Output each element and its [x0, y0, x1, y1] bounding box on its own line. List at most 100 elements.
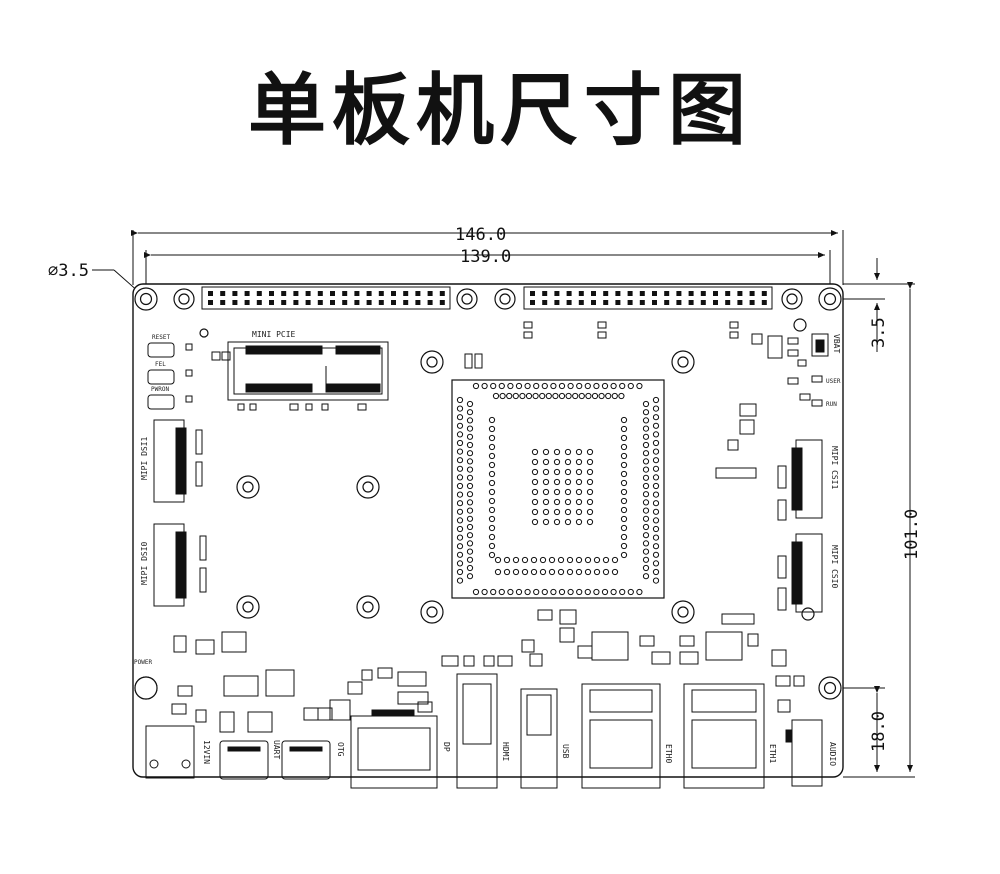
bga-ball [550, 588, 557, 596]
bga-ball [620, 542, 628, 550]
bga-ball [456, 491, 464, 498]
gpio-pin [664, 291, 670, 296]
bga-ball [553, 468, 561, 476]
bga-ball [541, 588, 548, 596]
bga-ball [542, 468, 550, 476]
bga-ball [575, 568, 583, 576]
bga-ball [636, 588, 643, 596]
bga-ball [652, 568, 660, 576]
gpio-pin [652, 291, 657, 296]
bga-ball [456, 414, 464, 421]
bga-ball [652, 439, 660, 447]
smd-component [679, 651, 699, 665]
smd-component [195, 709, 207, 723]
smd-component [537, 609, 553, 621]
gpio-pin [330, 291, 335, 296]
bga-ball [620, 470, 628, 478]
gpio-pin [403, 300, 409, 305]
bga-ball [586, 458, 594, 466]
bga-ball [564, 488, 572, 496]
bga-ball [553, 458, 561, 466]
smd-component [195, 639, 215, 655]
bga-ball [598, 392, 605, 400]
smd-component [597, 331, 607, 339]
bga-ball [506, 392, 513, 400]
gpio-pin [305, 300, 311, 305]
smd-component [357, 403, 367, 411]
bga-ball [586, 478, 594, 486]
smd-component [793, 675, 805, 687]
uart-connector [219, 740, 269, 780]
smd-component [223, 675, 259, 697]
bga-ball [456, 543, 464, 550]
gpio-pin [427, 300, 433, 305]
smd-component [639, 635, 655, 647]
bga-ball [586, 488, 594, 496]
gpio-pin [317, 300, 323, 305]
bga-ball [512, 392, 519, 400]
pwron-label: PWRON [151, 386, 169, 393]
bga-ball [542, 448, 550, 456]
smd-component [715, 467, 757, 479]
bga-ball [558, 382, 566, 390]
bga-ball [636, 382, 643, 390]
bga-ball [642, 450, 650, 457]
mini-pcie-slot [227, 341, 389, 401]
smd-component [219, 711, 235, 733]
smd-component [651, 651, 671, 665]
bga-ball [627, 588, 634, 596]
gpio-pin [688, 300, 694, 305]
gpio-pin [378, 291, 384, 296]
bga-ball [492, 392, 500, 400]
gpio-pin [639, 300, 645, 305]
smd-component [441, 655, 459, 667]
bga-ball [499, 392, 506, 400]
bga-ball [498, 382, 505, 390]
bga-ball [567, 382, 574, 390]
bga-ball [584, 568, 592, 576]
bga-ball [566, 568, 574, 576]
gpio-pin [676, 300, 682, 305]
bga-ball [652, 577, 660, 584]
gpio-pin [615, 300, 621, 305]
hole-spacing-label: 139.0 [460, 247, 511, 267]
bga-ball [524, 588, 531, 596]
bga-ball [564, 478, 572, 486]
buttons-left [147, 342, 175, 410]
bga-ball [488, 443, 496, 451]
bga-ball [652, 500, 660, 507]
bga-ball [601, 588, 609, 596]
gpio-pin [652, 300, 657, 305]
bga-ball [652, 517, 660, 524]
smd-component [361, 669, 373, 681]
bga-ball [620, 488, 628, 496]
smd-component [729, 321, 739, 329]
bga-ball [652, 525, 660, 533]
bga-ball [488, 452, 496, 460]
bga-ball [557, 556, 565, 564]
bga-ball [642, 548, 650, 555]
eth0-connector [581, 683, 661, 789]
bga-ball [488, 479, 496, 487]
bga-ball [652, 551, 660, 558]
bga-ball [488, 425, 496, 433]
bga-ball [620, 506, 628, 514]
bga-ball [593, 382, 600, 390]
gpio-pin [244, 300, 250, 305]
bga-ball [531, 448, 539, 456]
bga-ball [466, 532, 474, 539]
usb-connector [520, 688, 558, 789]
bga-ball [553, 478, 561, 486]
gpio-pin [542, 300, 548, 305]
gpio-pin [554, 300, 560, 305]
bga-ball [584, 556, 592, 564]
gpio-pin [354, 300, 360, 305]
bga-ball [642, 523, 650, 531]
bga-ball [466, 573, 474, 580]
bga-ball [619, 382, 626, 390]
bga-ball [488, 416, 496, 424]
bga-ball [515, 588, 523, 596]
bga-ball [519, 392, 526, 400]
bga-ball [472, 588, 480, 596]
bga-ball [466, 474, 474, 481]
